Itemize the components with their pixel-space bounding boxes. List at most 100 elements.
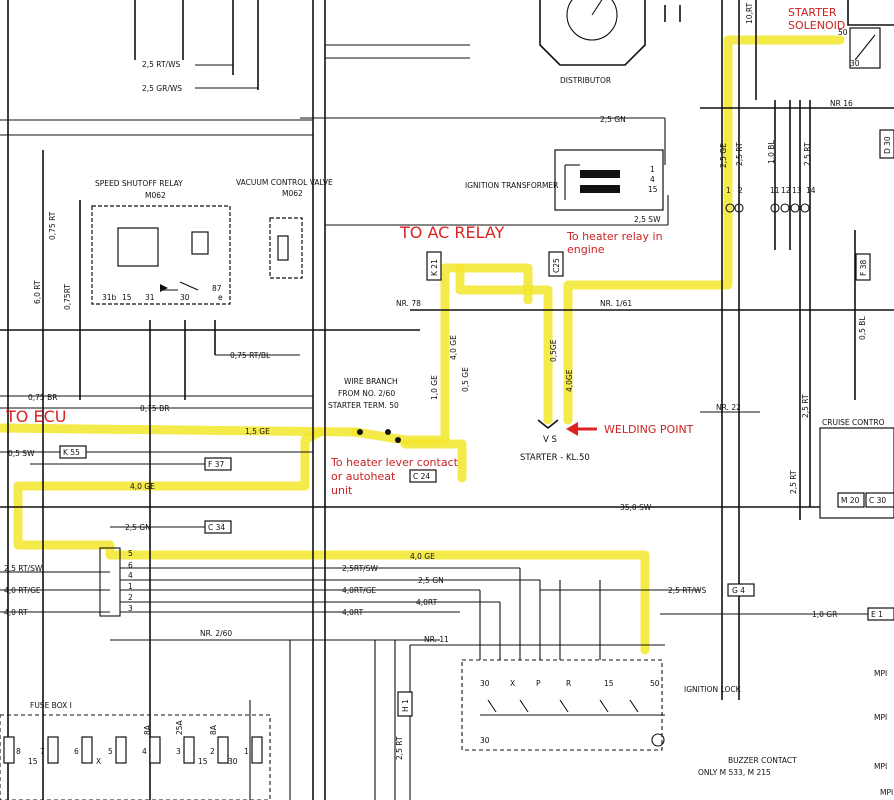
fuse-2: 2 (210, 747, 215, 756)
fuse-amp-25a: 25A (175, 719, 184, 735)
ignition-lock-label: IGNITION LOCK (684, 685, 742, 694)
tag-e1: E 1 (871, 610, 883, 619)
wire-label: 0,5 SW (8, 449, 35, 458)
harness-pin-6: 6 (128, 561, 133, 570)
fuse-7: 7 (40, 747, 45, 756)
fuse-5: 5 (108, 747, 113, 756)
starter-terminal (537, 419, 559, 430)
wire-label: 0,75RT (63, 284, 72, 310)
tag-d30: D 30 (883, 136, 892, 154)
harness-pin-5: 5 (128, 549, 133, 558)
lock-pin-r: R (566, 679, 571, 688)
to-heater-lever-annotation-3: unit (331, 484, 353, 497)
fuse-sub-x: X (96, 757, 101, 766)
wire-branch-symbol (357, 429, 401, 443)
wire-label: NR. 78 (396, 299, 421, 308)
ignition-transformer-symbol (554, 149, 664, 211)
wire-label: 0,75 RT/BL (230, 351, 271, 360)
to-heater-relay-annotation-2: engine (567, 243, 605, 256)
plug-pin-13: 13 (792, 186, 802, 195)
wire-label: 2,5 RT (789, 470, 798, 494)
wire-label: 0,5GE (549, 339, 558, 362)
plug-pin-14: 14 (806, 186, 816, 195)
plug-pin-11: 11 (770, 186, 780, 195)
plug-pin-1: 1 (726, 186, 731, 195)
relay-pin-31: 31 (145, 293, 155, 302)
relay-pin-15: 15 (122, 293, 132, 302)
cruise-control-label: CRUISE CONTRO (822, 418, 885, 427)
wire-label: 4,0GE (565, 369, 574, 392)
speed-shutoff-relay-symbol (91, 205, 231, 305)
wire-label: 10,RT (745, 2, 754, 24)
wire-label: NR 16 (830, 99, 853, 108)
ignition-transformer-label: IGNITION TRANSFORMER (465, 181, 558, 190)
buzzer-contact-sub: ONLY M 533, M 215 (698, 768, 771, 777)
tag-mp2: MPI (874, 713, 887, 722)
buzzer-contact-label: BUZZER CONTACT (728, 756, 797, 765)
wire-label: 1,5 GE (245, 427, 270, 436)
tag-mp3: MPI (874, 762, 887, 771)
fuse-4: 4 (142, 747, 147, 756)
vacuum-control-valve-label: VACUUM CONTROL VALVE (236, 178, 333, 187)
wire-label: 2,5 RT/WS (142, 60, 181, 69)
welding-point-arrow-icon (566, 422, 597, 436)
wire-branch-label-3: STARTER TERM. 50 (328, 401, 399, 410)
connector-tag-boxes (59, 129, 894, 717)
lock-pin-p: P (536, 679, 541, 688)
tag-m20: M 20 (841, 496, 860, 505)
harness-pin-3: 3 (128, 604, 133, 613)
harness-pin-4: 4 (128, 571, 133, 580)
lock-pin-15: 15 (604, 679, 614, 688)
tag-mp4: MPI (880, 788, 893, 797)
speed-shutoff-relay-label: SPEED SHUTOFF RELAY (95, 179, 183, 188)
starter-label: STARTER - KL.50 (520, 453, 590, 463)
wire-label: 2,5 RT (801, 394, 810, 418)
transformer-pin-1: 1 (650, 165, 655, 174)
distributor-symbol (539, 0, 681, 66)
relay-pin-e: e (218, 293, 223, 302)
fuse-sub-15b: 15 (198, 757, 208, 766)
tag-c34: C 34 (208, 523, 225, 532)
wire-label: 2,5 SW (634, 215, 661, 224)
harness-pin-1: 1 (128, 582, 133, 591)
fuse-amp-8a: 8A (143, 724, 152, 735)
wire-label: 0,5 BL (858, 316, 867, 340)
wire-label: NR. 2/60 (200, 629, 232, 638)
wire-label: NR. 1/61 (600, 299, 632, 308)
tag-f38: F 38 (859, 260, 868, 276)
plug-pin-2: 2 (738, 186, 743, 195)
wire-label: 4,0 GE (449, 335, 458, 360)
wire-label: 35,0 SW (620, 503, 652, 512)
wire-label: 4,0 RT (4, 608, 28, 617)
fuse-8: 8 (16, 747, 21, 756)
wire-label: 0,75 BR (140, 404, 169, 413)
fuse-1: 1 (244, 747, 249, 756)
lock-pin-50: 50 (650, 679, 660, 688)
fuse-3: 3 (176, 747, 181, 756)
to-heater-relay-annotation-1: To heater relay in (566, 230, 663, 243)
wire-label: 2,5 GR/WS (142, 84, 182, 93)
lock-pin-x: X (510, 679, 515, 688)
to-ecu-annotation: TO ECU (5, 407, 66, 426)
wire-label: 1,0 GR (812, 610, 837, 619)
fuse-amp-8a-2: 8A (209, 724, 218, 735)
tag-g4: G 4 (732, 586, 745, 595)
wire-label: 4,0RT (416, 598, 438, 607)
wire-label: 4,0 GE (130, 482, 155, 491)
distributor-label: DISTRIBUTOR (560, 76, 611, 85)
wire-branch-label-1: WIRE BRANCH (344, 377, 398, 386)
wire-label: 4,0RT (342, 608, 364, 617)
right-plug-symbols (725, 203, 810, 213)
harness-connector-symbol (99, 547, 121, 617)
wire-label: 4,0 GE (410, 552, 435, 561)
wire-label: 1,0 GE (430, 375, 439, 400)
wire-label: 2,5RT/SW (342, 564, 378, 573)
lock-bottom-pin-30: 30 (480, 736, 490, 745)
fuse-box-symbol (0, 714, 271, 800)
vacuum-control-valve-symbol (269, 217, 303, 279)
ignition-lock-symbol (461, 659, 665, 751)
wire-branch-label-2: FROM NO. 2/60 (338, 389, 395, 398)
wire-label: 2,5 GN (418, 576, 444, 585)
